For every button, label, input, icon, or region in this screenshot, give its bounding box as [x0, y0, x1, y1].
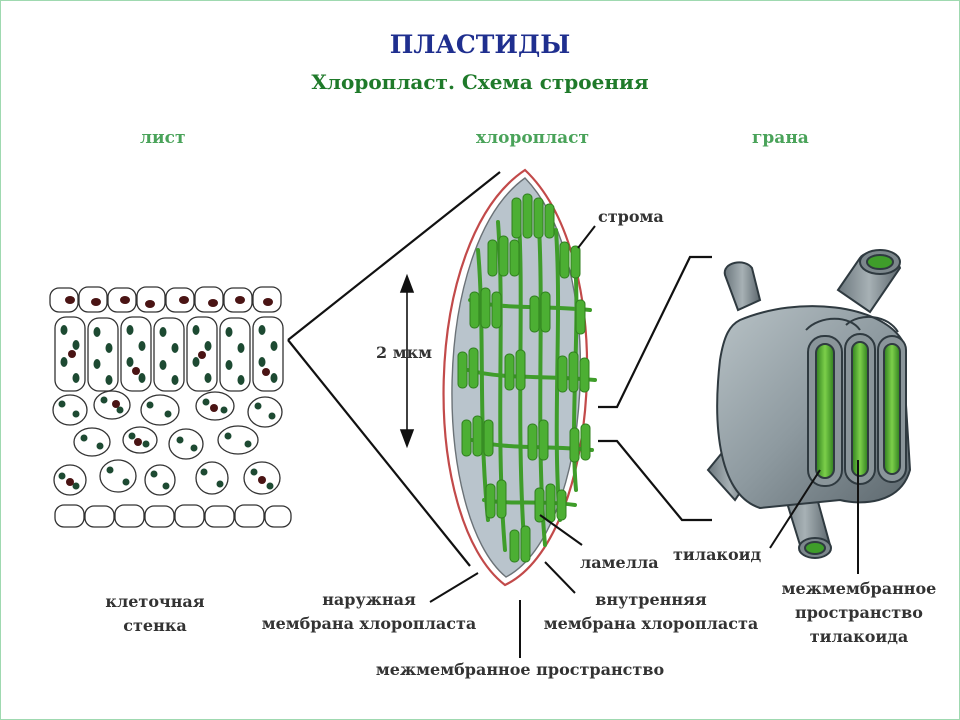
- label-cell-wall-line2: стенка: [123, 616, 187, 635]
- pointer-lines: [429, 225, 859, 658]
- label-stroma: строма: [598, 207, 664, 226]
- lower-epidermis: [54, 504, 292, 528]
- label-thylakoid-space-line2: пространство: [795, 603, 923, 622]
- page-subtitle: Хлоропласт. Схема строения: [311, 70, 649, 94]
- column-heading-chloroplast: хлоропласт: [476, 128, 590, 148]
- label-thylakoid-space-line1: межмембранное: [781, 579, 937, 598]
- leaf-cross-section: [49, 286, 292, 528]
- zoom-lines-grana: [598, 255, 712, 522]
- label-inner-membrane-line1: внутренняя: [595, 590, 707, 609]
- palisade-cells: [54, 316, 284, 392]
- palisade-nuclei: [68, 350, 270, 376]
- chloroplast: [442, 168, 597, 587]
- label-cell-wall-line1: клеточная: [105, 592, 205, 611]
- zoom-lines-leaf: [287, 171, 501, 567]
- page-title: ПЛАСТИДЫ: [389, 30, 571, 59]
- palisade-chloroplasts: [60, 325, 278, 385]
- scale-arrow: [399, 273, 415, 449]
- label-outer-membrane-line2: мембрана хлоропласта: [261, 614, 477, 633]
- label-outer-membrane: наружная мембрана хлоропласта: [238, 588, 500, 636]
- label-thylakoid: тилакоид: [673, 545, 762, 564]
- granum: [706, 249, 912, 559]
- label-intermembrane-space: межмембранное пространство: [375, 660, 665, 679]
- label-outer-membrane-line1: наружная: [322, 590, 416, 609]
- spongy-nuclei: [66, 400, 266, 486]
- label-inner-membrane: внутренняя мембрана хлоропласта: [520, 588, 782, 636]
- column-heading-leaf: лист: [140, 128, 186, 148]
- label-thylakoid-space: межмембранное пространство тилакоида: [774, 577, 944, 649]
- label-inner-membrane-line2: мембрана хлоропласта: [543, 614, 759, 633]
- label-thylakoid-space-line3: тилакоида: [809, 627, 909, 646]
- label-scale: 2 мкм: [376, 343, 433, 362]
- upper-epidermis: [49, 286, 282, 313]
- grana-stacks: [457, 193, 591, 563]
- column-heading-grana: грана: [752, 128, 809, 148]
- label-lamella: ламелла: [580, 553, 659, 572]
- spongy-chloroplasts: [58, 396, 276, 490]
- epidermis-nuclei: [65, 296, 273, 308]
- label-cell-wall: клеточная стенка: [85, 590, 225, 638]
